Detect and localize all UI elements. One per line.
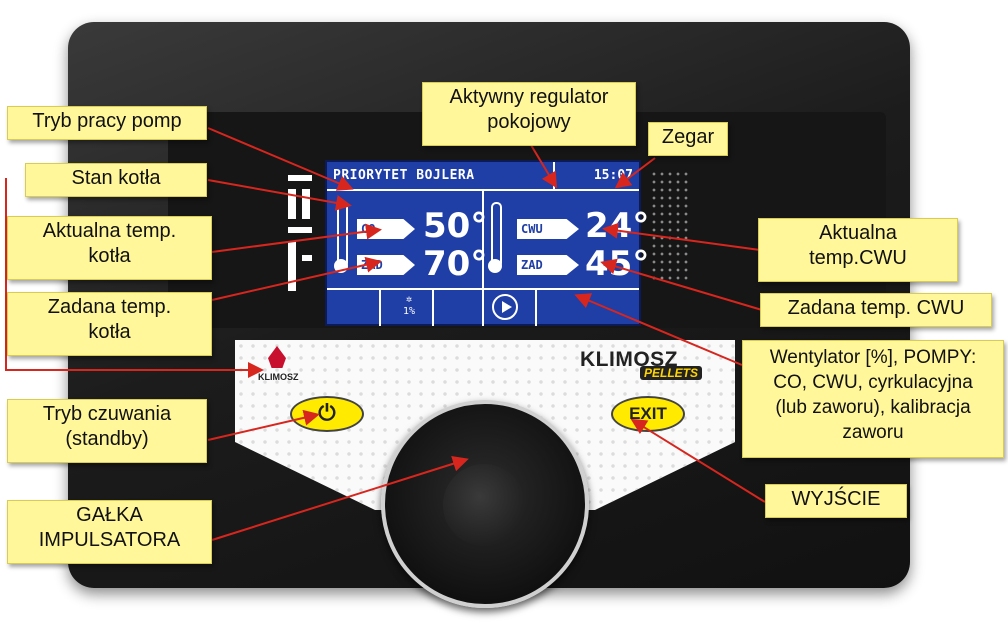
label-aktualna-temp-kotla: Aktualna temp.kotła	[7, 216, 212, 280]
label-tryb-pracy-pomp: Tryb pracy pomp	[7, 106, 207, 140]
exit-label: EXIT	[629, 404, 667, 423]
lcd-status-bar: ✲1%	[327, 288, 639, 326]
label-wyjscie: WYJŚCIE	[765, 484, 907, 518]
lcd-top-bar: PRIORYTET BOJLERA 15:07	[327, 162, 639, 191]
speaker-grille	[650, 170, 692, 280]
co-set-temp: 70°	[423, 244, 488, 284]
cwu-tag: CWU	[517, 219, 579, 239]
impulse-knob[interactable]	[381, 400, 589, 608]
standby-button[interactable]: ⏻	[290, 396, 364, 432]
logo-text: KLIMOSZ	[258, 372, 299, 382]
zad-tag-right: ZAD	[517, 255, 579, 275]
co-tag: CO	[357, 219, 415, 239]
priority-mode: PRIORYTET BOJLERA	[333, 168, 475, 183]
label-zegar: Zegar	[648, 122, 728, 156]
clock: 15:07	[593, 168, 633, 183]
label-wentylator-pompy: Wentylator [%], POMPY:CO, CWU, cyrkulacy…	[742, 340, 1004, 458]
label-stan-kotla: Stan kotła	[25, 163, 207, 197]
lcd-display: PRIORYTET BOJLERA 15:07 CO ZAD 50° 70° C…	[325, 160, 649, 326]
boiler-state-indicator	[288, 175, 312, 295]
thermometer-bulb	[488, 259, 502, 273]
label-tryb-czuwania: Tryb czuwania(standby)	[7, 399, 207, 463]
pump-play-icon	[492, 294, 518, 320]
co-current-temp: 50°	[423, 206, 488, 246]
standby-power-icon: ⏻	[318, 400, 336, 425]
exit-button[interactable]: EXIT	[611, 396, 685, 432]
label-zadana-temp-kotla: Zadana temp.kotła	[7, 292, 212, 356]
thermometer-icon	[491, 202, 502, 268]
cwu-set-temp: 45°	[585, 244, 650, 284]
thermometer-bulb	[334, 259, 348, 273]
zad-tag-left: ZAD	[357, 255, 415, 275]
cwu-current-temp: 24°	[585, 206, 650, 246]
lcd-divider-top	[553, 162, 555, 189]
thermometer-icon	[337, 202, 348, 268]
fan-value: 1%	[402, 306, 416, 317]
lcd-divider-middle	[482, 189, 484, 289]
brand-sub: PELLETS	[640, 366, 703, 380]
fan-icon: ✲1%	[402, 294, 416, 317]
label-zadana-temp-cwu: Zadana temp. CWU	[760, 293, 992, 327]
